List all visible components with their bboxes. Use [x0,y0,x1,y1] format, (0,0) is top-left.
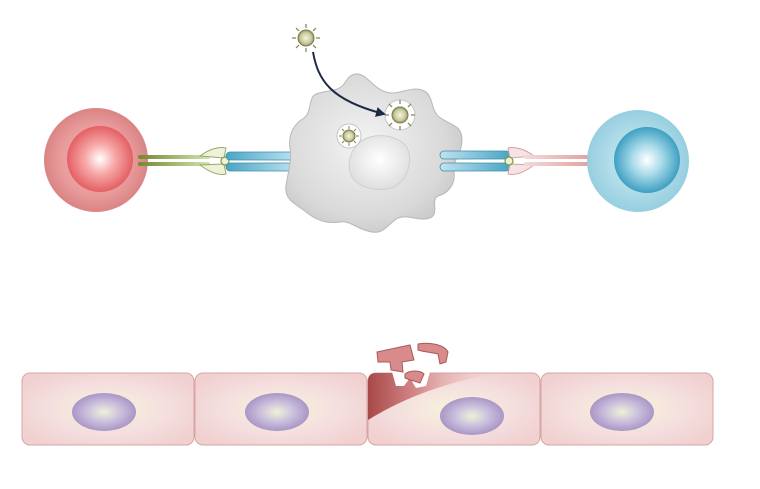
epithelial-nucleus [440,397,504,435]
right-mhc-complex [439,150,511,172]
phagosome-antigen [384,99,416,131]
epithelial-layer [21,372,714,446]
macrophage-nucleus [348,135,411,190]
uptake-arrow [312,51,386,117]
antigen-particle [292,24,320,52]
epithelial-nucleus [72,393,136,431]
epithelial-nucleus [590,393,654,431]
red-lymphocyte [44,108,148,212]
left-mhc-complex [225,151,297,172]
epithelial-nucleus [245,393,309,431]
epithelial-cell-1 [21,372,195,446]
macrophage [285,73,463,233]
blue-lymphocyte [587,110,689,212]
right-receptor [504,147,596,175]
epithelial-cell-damaged [367,372,541,446]
epithelial-cell-4 [540,372,714,446]
left-receptor [138,147,230,175]
epithelial-cell-2 [194,372,368,446]
membrane-fragments [376,342,449,384]
phagosome-antigen-small [336,123,362,149]
